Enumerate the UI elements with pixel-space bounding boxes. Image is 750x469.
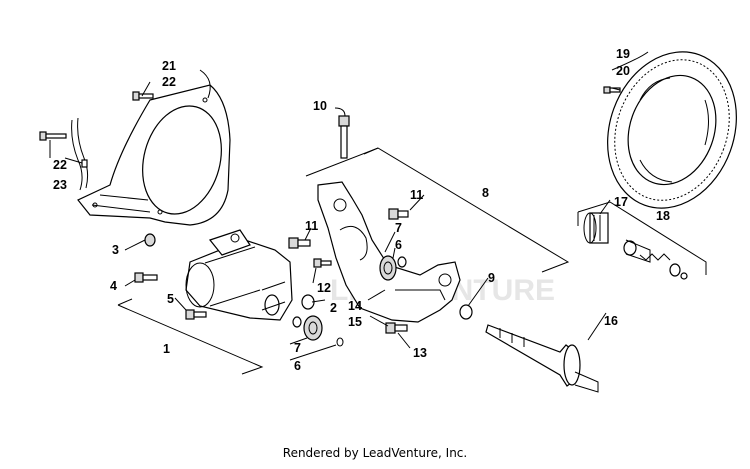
- bolt-11-upper: [388, 208, 409, 220]
- callout-3: 3: [112, 243, 119, 257]
- bolt-22-left: [39, 131, 88, 168]
- bracket-group-18: [577, 201, 707, 275]
- callout-17: 17: [614, 195, 628, 209]
- callout-21: 21: [162, 59, 176, 73]
- bushing-9: [459, 304, 473, 320]
- callout-6-upper: 6: [395, 238, 402, 252]
- callout-4: 4: [110, 279, 117, 293]
- bracket-group-8: [305, 147, 570, 273]
- clip-6-lower: [336, 337, 344, 347]
- callout-11-upper: 11: [410, 188, 423, 202]
- ring-gear: [607, 51, 737, 209]
- bolt-10: [338, 115, 350, 159]
- heat-shield: [77, 84, 231, 226]
- callout-5: 5: [167, 292, 174, 306]
- bracket-group-1: [117, 304, 264, 375]
- washer-6-lower: [292, 316, 302, 328]
- callout-19: 19: [616, 47, 630, 61]
- bolt-12: [313, 258, 332, 268]
- washer-6-upper: [397, 256, 407, 268]
- washer-3: [144, 233, 156, 247]
- callout-13: 13: [413, 346, 427, 360]
- callout-9: 9: [488, 271, 495, 285]
- bolt-22-top: [132, 91, 154, 101]
- clutch-parts-18: [623, 239, 688, 280]
- bolt-11-lower: [288, 237, 311, 249]
- callout-22-left: 22: [53, 158, 67, 172]
- drive-shaft: [485, 324, 599, 393]
- screw-20: [603, 86, 621, 94]
- callout-14: 14: [348, 299, 362, 313]
- callout-6-lower: 6: [294, 359, 301, 373]
- callout-10: 10: [313, 99, 327, 113]
- callout-2: 2: [330, 301, 337, 315]
- clutch-17: [583, 212, 609, 244]
- callout-7-upper: 7: [395, 221, 402, 235]
- bolt-5: [185, 309, 207, 320]
- callout-1: 1: [163, 342, 170, 356]
- gear-7-upper: [379, 255, 397, 281]
- callout-11-lower: 11: [305, 219, 318, 233]
- bolt-4: [134, 272, 158, 283]
- callout-23: 23: [53, 178, 67, 192]
- callout-20: 20: [616, 64, 630, 78]
- bolt-13: [385, 322, 408, 334]
- callout-8: 8: [482, 186, 489, 200]
- callout-18: 18: [656, 209, 670, 223]
- callout-15: 15: [348, 315, 362, 329]
- callout-22-top: 22: [162, 75, 176, 89]
- footer-credit: Rendered by LeadVenture, Inc.: [282, 446, 468, 460]
- wire-cable: [71, 119, 83, 191]
- starter-motor: [185, 229, 293, 321]
- bracket: [317, 181, 461, 323]
- callout-16: 16: [604, 314, 618, 328]
- gear-7-lower: [303, 315, 323, 341]
- callout-7-lower: 7: [294, 341, 301, 355]
- callout-12: 12: [317, 281, 331, 295]
